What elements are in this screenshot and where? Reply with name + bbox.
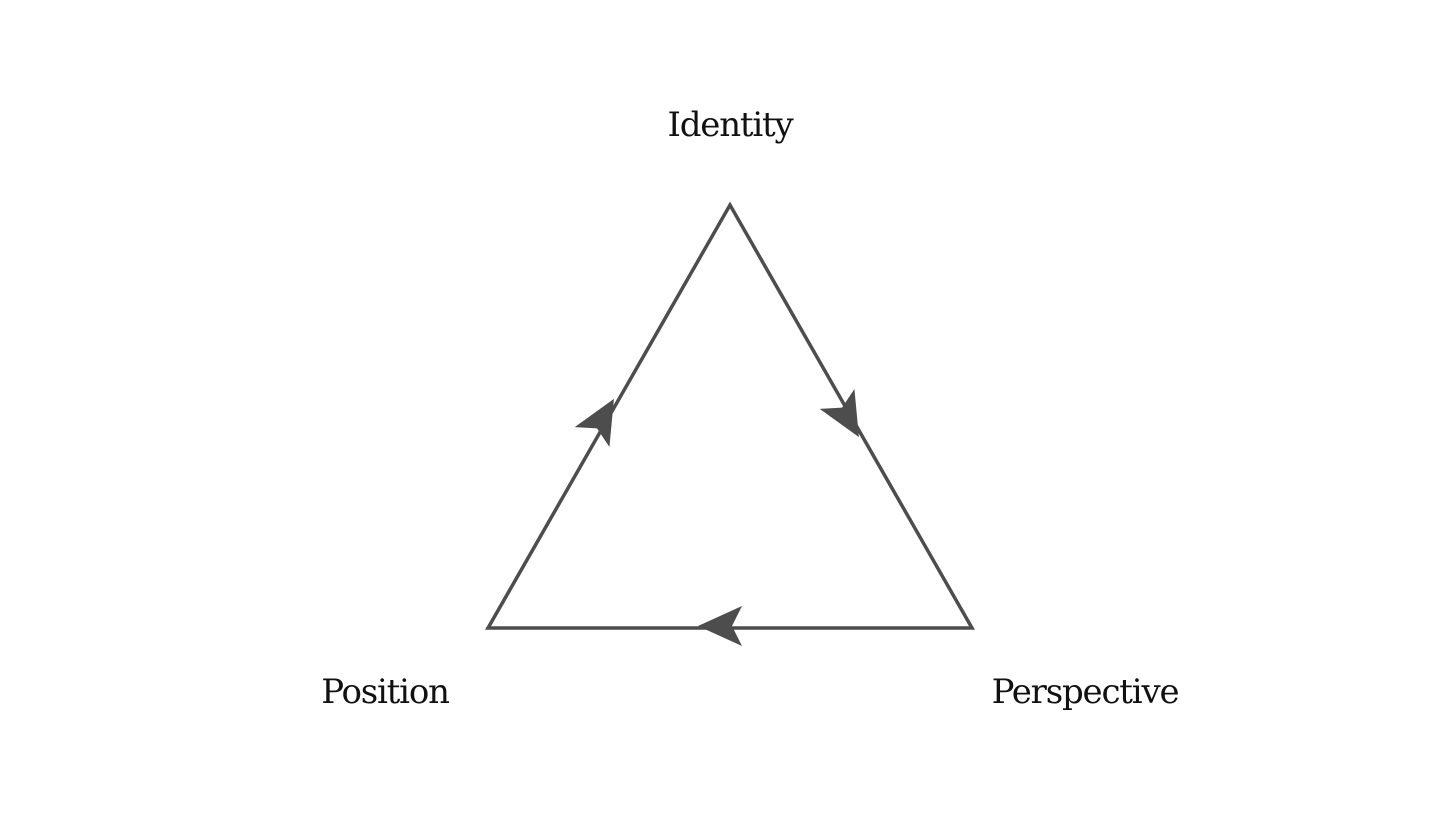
edge-position-to-identity-arrow: [574, 398, 614, 448]
arrowhead-icon: [819, 388, 859, 438]
arrowhead-icon: [698, 606, 742, 646]
edge-perspective-to-position-arrow: [698, 606, 742, 646]
edge-identity-to-perspective-arrow: [819, 388, 859, 438]
arrowhead-icon: [574, 398, 614, 448]
node-label-perspective: Perspective: [992, 672, 1179, 712]
node-label-position: Position: [321, 672, 449, 712]
node-label-identity: Identity: [667, 105, 794, 145]
